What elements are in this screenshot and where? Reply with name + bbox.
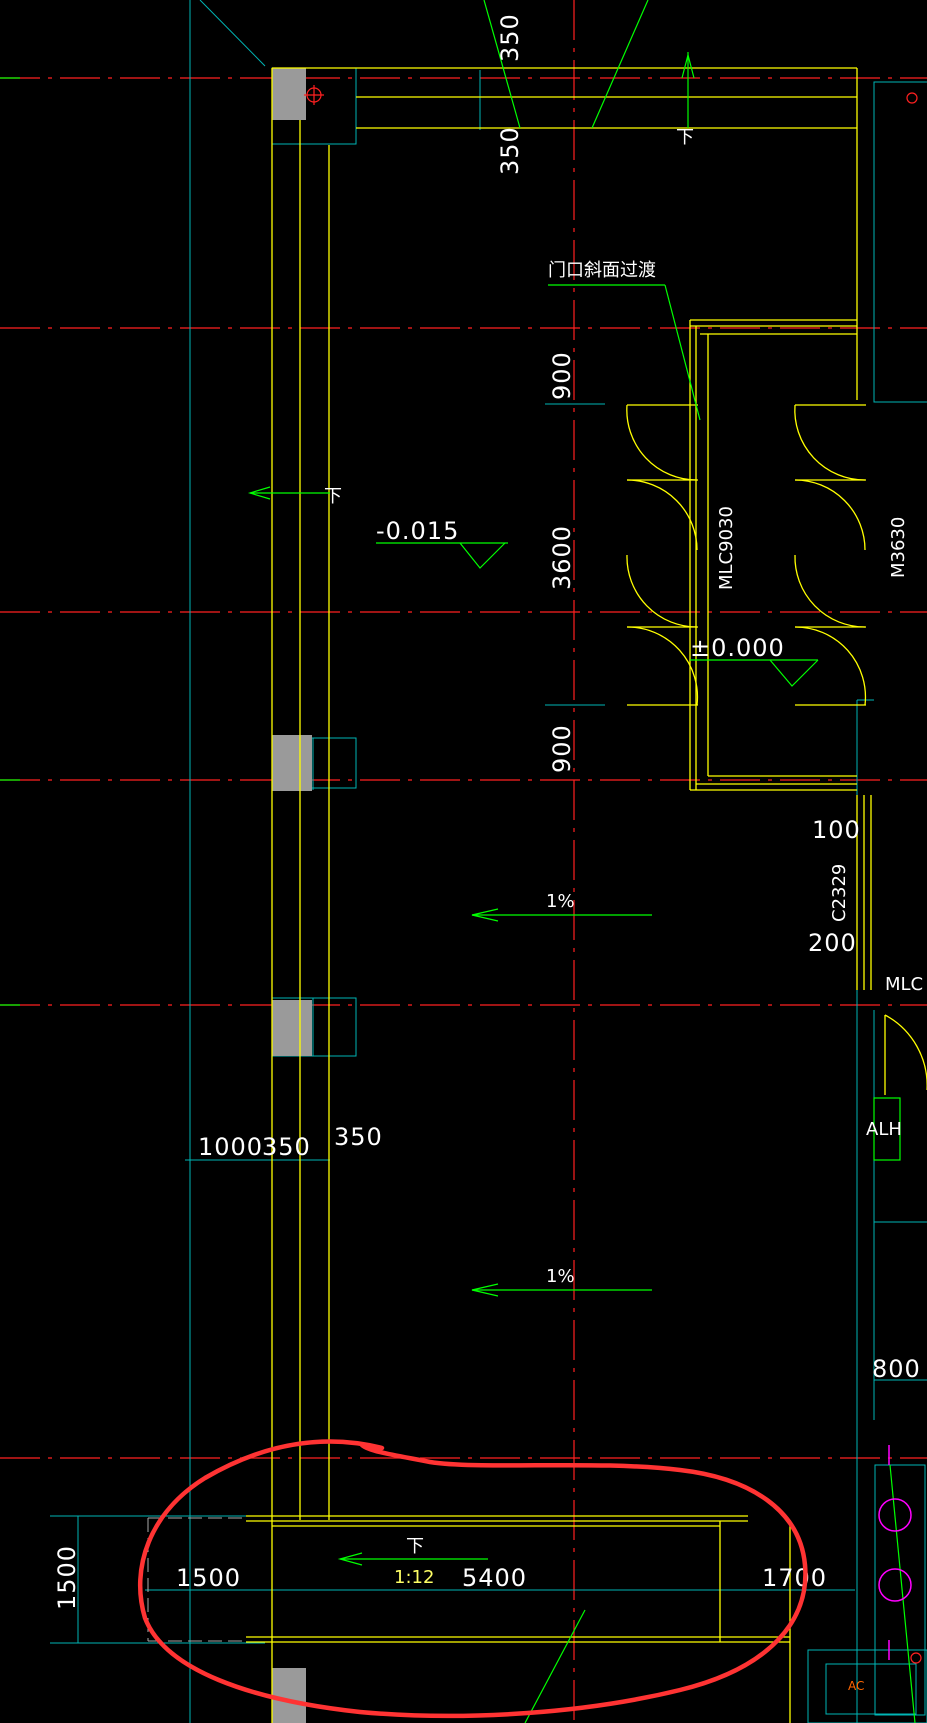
dim-5400: 5400 bbox=[462, 1564, 527, 1592]
door-m3630: M3630 bbox=[888, 517, 909, 578]
elevation-negative: -0.015 bbox=[376, 517, 459, 545]
axis-end-marks bbox=[0, 77, 20, 1006]
door-mlc9030: MLC9030 bbox=[716, 506, 737, 590]
column-mid-2 bbox=[272, 1000, 312, 1056]
dim-1500-horizontal: 1500 bbox=[176, 1564, 241, 1592]
dim-1500-vertical: 1500 bbox=[53, 1545, 81, 1610]
alh-label: ALH bbox=[866, 1119, 902, 1140]
down-mark-ramp: 下 bbox=[406, 1536, 424, 1557]
slope-upper: 1% bbox=[546, 891, 575, 912]
dim-1000: 1000 bbox=[198, 1133, 263, 1161]
dim-350-mid: 350 bbox=[496, 126, 524, 175]
window-c2329: C2329 bbox=[829, 864, 850, 922]
slope-lower: 1% bbox=[546, 1266, 575, 1287]
column-bottom bbox=[272, 1668, 306, 1723]
dim-900-upper: 900 bbox=[548, 351, 576, 400]
dim-1700: 1700 bbox=[762, 1564, 827, 1592]
door-ramp-note: 门口斜面过渡 bbox=[548, 260, 656, 281]
dim-350-top: 350 bbox=[496, 13, 524, 62]
dim-800: 800 bbox=[872, 1355, 921, 1383]
annotations bbox=[247, 0, 916, 1723]
column-mid-1 bbox=[272, 735, 312, 791]
dim-200: 200 bbox=[808, 929, 857, 957]
dim-3600: 3600 bbox=[548, 525, 576, 590]
column-top bbox=[272, 68, 306, 120]
device-upper bbox=[878, 1498, 912, 1532]
highlight-circle bbox=[137, 1439, 808, 1719]
door-mlc-partial: MLC bbox=[885, 974, 923, 995]
elevation-zero: ±0.000 bbox=[690, 634, 785, 662]
ramp-ratio: 1:12 bbox=[394, 1567, 434, 1588]
drawing-labels: 350 350 门口斜面过渡 900 3600 900 -0.015 ±0.00… bbox=[53, 13, 923, 1693]
dim-350-b: 350 bbox=[334, 1123, 383, 1151]
devices bbox=[878, 1445, 912, 1660]
down-mark-left: 下 bbox=[324, 486, 342, 507]
dim-100: 100 bbox=[812, 816, 861, 844]
columns bbox=[272, 68, 312, 1723]
dim-900-lower: 900 bbox=[548, 724, 576, 773]
small-markers bbox=[304, 85, 922, 1664]
walls bbox=[246, 67, 927, 1723]
down-mark-top: 下 bbox=[676, 127, 694, 148]
ac-label: AC bbox=[848, 1679, 864, 1693]
dim-350-a: 350 bbox=[262, 1133, 311, 1161]
device-lower bbox=[878, 1568, 912, 1602]
